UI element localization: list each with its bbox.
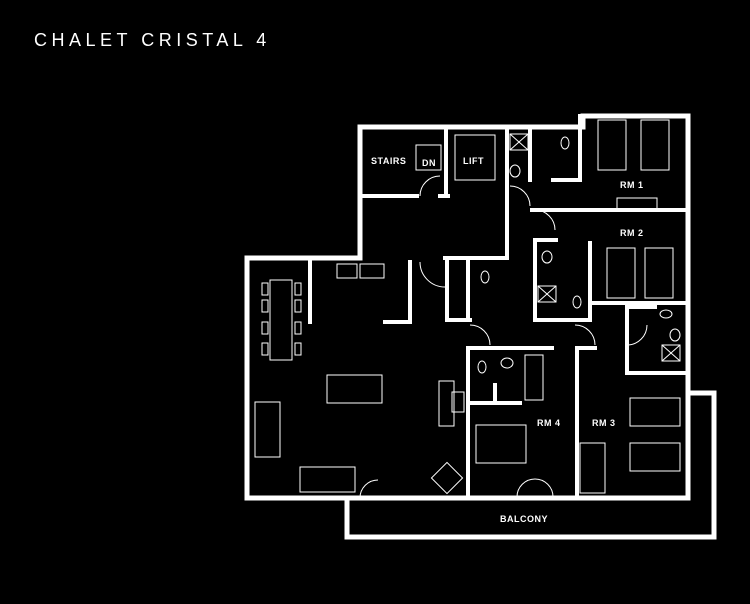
outer-walls: [244, 113, 717, 540]
label-down: DN: [422, 158, 436, 168]
label-rm1: RM 1: [620, 180, 644, 190]
label-stairs: STAIRS: [371, 156, 406, 166]
interior-walls: [308, 114, 688, 499]
label-lift: LIFT: [463, 156, 484, 166]
room-labels: STAIRS DN LIFT RM 1 RM 2 RM 4 RM 3 BALCO…: [371, 156, 644, 524]
doors: [359, 175, 648, 499]
label-rm4: RM 4: [537, 418, 561, 428]
furniture: [254, 119, 681, 495]
label-rm2: RM 2: [620, 228, 644, 238]
label-balcony: BALCONY: [500, 514, 548, 524]
plan-title: CHALET CRISTAL 4: [34, 30, 271, 50]
label-rm3: RM 3: [592, 418, 616, 428]
